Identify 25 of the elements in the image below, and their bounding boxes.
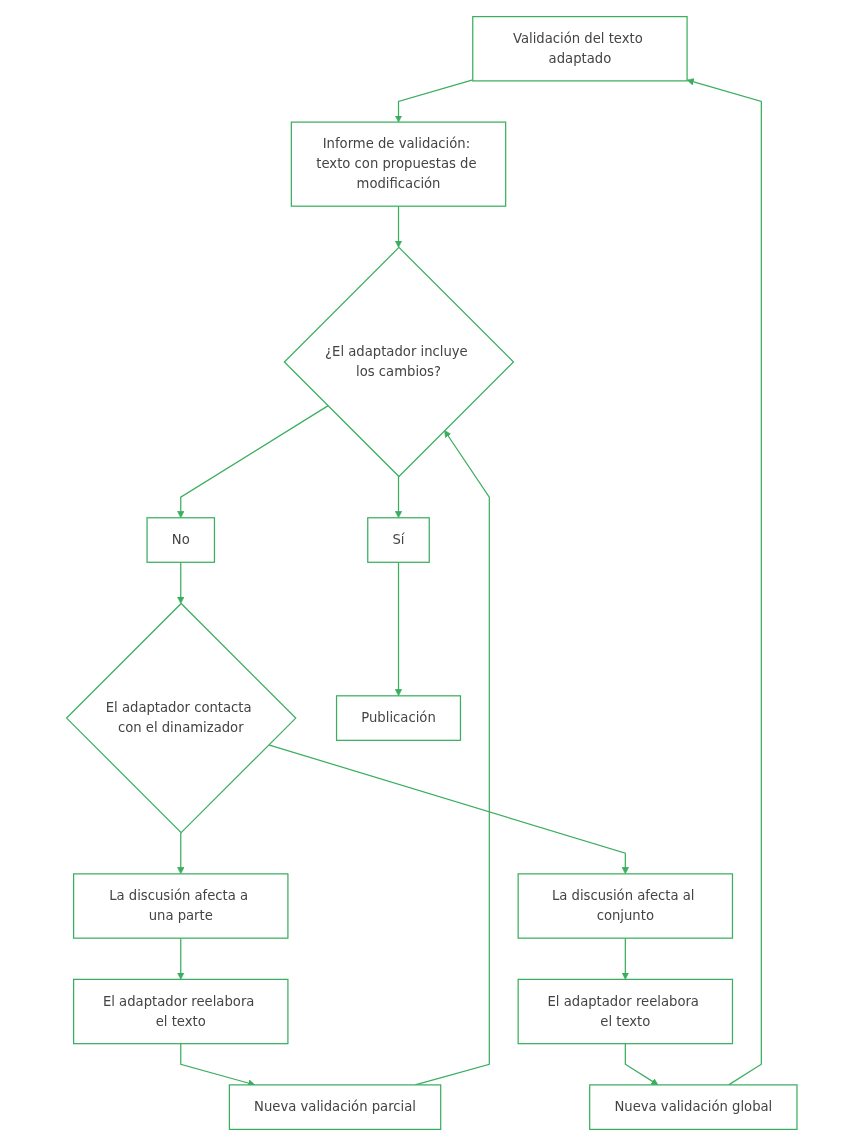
arrow — [395, 561, 403, 697]
node-box: Publicación — [336, 695, 462, 741]
arrow — [177, 561, 185, 604]
node-box: Validación del texto adaptado — [472, 16, 688, 82]
node-box: La discusión afecta al conjunto — [517, 873, 734, 939]
arrow — [395, 475, 403, 519]
arrow — [177, 937, 185, 980]
arrow — [686, 78, 763, 1086]
arrow — [624, 1043, 659, 1086]
arrow — [268, 744, 630, 875]
node-diamond: ¿El adaptador incluye los cambios? — [283, 246, 515, 478]
node-box: Nueva validación parcial — [228, 1084, 442, 1130]
node-box: Nueva validación global — [589, 1084, 798, 1130]
node-box: La discusión afecta a una parte — [73, 873, 289, 939]
arrow — [395, 79, 474, 123]
arrow — [177, 405, 329, 519]
node-diamond: El adaptador contacta con el dinamizador — [65, 602, 297, 834]
node-box: No — [146, 517, 216, 563]
arrow — [395, 205, 403, 248]
arrow — [621, 937, 630, 980]
arrow — [177, 832, 185, 875]
node-box: El adaptador reelabora el texto — [73, 978, 289, 1045]
node-box: El adaptador reelabora el texto — [517, 978, 734, 1045]
node-box: Informe de validación: texto con propuestas de modificación — [290, 121, 507, 207]
node-box: Sí — [367, 517, 431, 563]
